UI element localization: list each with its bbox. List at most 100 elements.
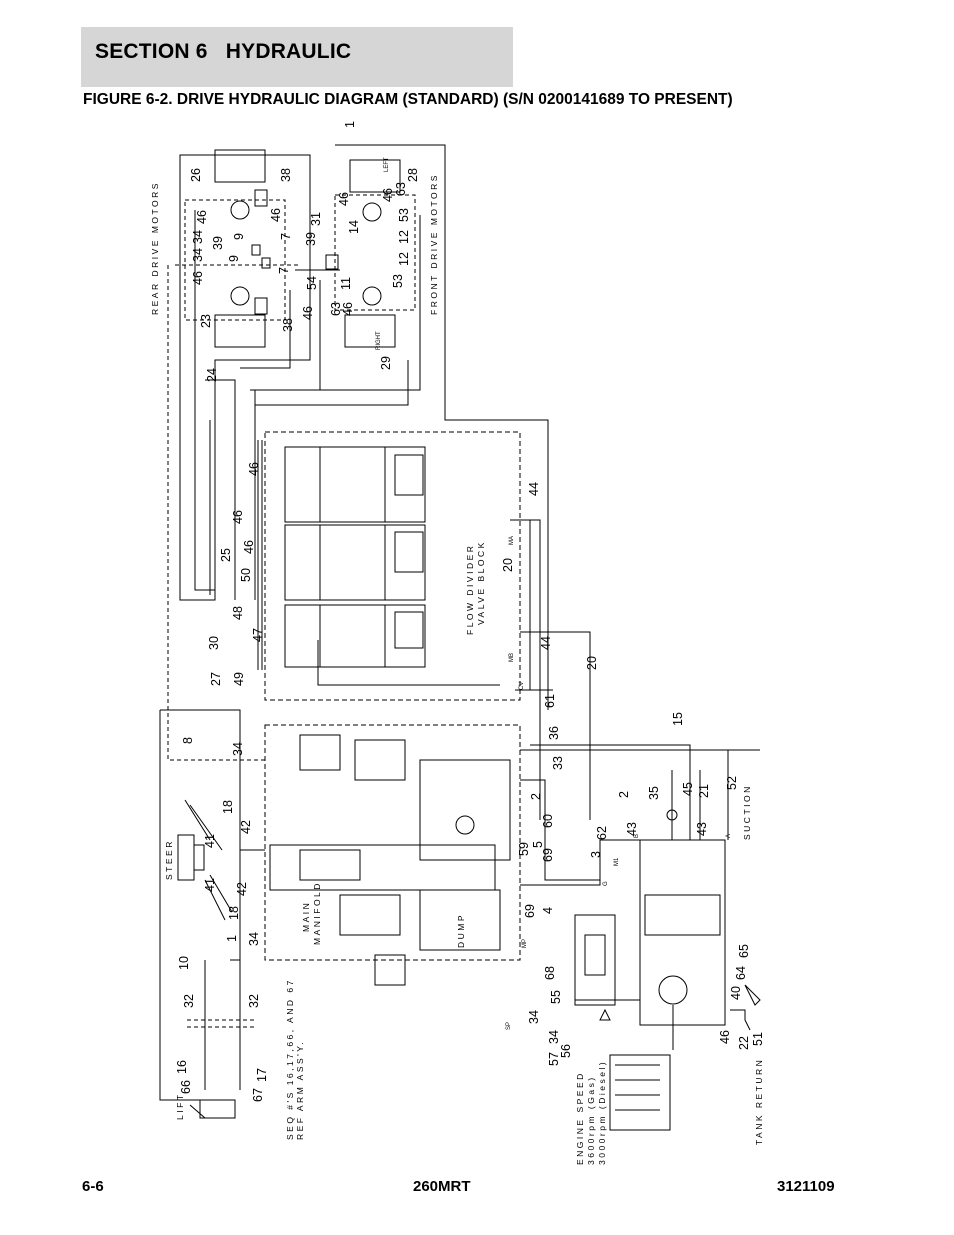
callout-36: 36 [547, 726, 561, 740]
callout-21: 21 [697, 784, 711, 798]
seq-note-2: REF ARM ASS'Y. [295, 1040, 305, 1140]
steer-label: STEER [164, 839, 174, 880]
doc-number: 3121109 [777, 1178, 835, 1195]
front-motor-hose-loop [335, 144, 549, 710]
pump [658, 975, 688, 1005]
callout-9b: 9 [227, 255, 241, 262]
engine [609, 1054, 671, 1131]
callout-33: 33 [551, 756, 565, 770]
main-manifold-label-1: MAIN [301, 901, 311, 932]
callout-63a: 63 [394, 182, 408, 196]
callout-64: 64 [734, 966, 748, 980]
main-manifold-label-2: MANIFOLD [312, 881, 322, 945]
callout-18b: 18 [227, 906, 241, 920]
front-right-wheel [344, 314, 396, 348]
callout-34c: 34 [231, 742, 245, 756]
steer-cylinder [177, 834, 195, 881]
callout-46e: 46 [337, 192, 351, 206]
callout-61: 61 [543, 694, 557, 708]
callout-8: 8 [181, 737, 195, 744]
callout-49: 49 [232, 672, 246, 686]
port-mb: MB [509, 653, 515, 662]
callout-56: 56 [559, 1044, 573, 1058]
callout-62: 62 [595, 826, 609, 840]
callout-18a: 18 [221, 800, 235, 814]
rear-right-wheel [214, 314, 266, 348]
callout-30: 30 [207, 636, 221, 650]
front-motor-bottom [362, 286, 382, 306]
callout-44a: 44 [527, 482, 541, 496]
dump-label: DUMP [456, 913, 466, 948]
lift-cylinder [199, 1099, 236, 1119]
port-ma: MA [509, 536, 515, 545]
callout-31: 31 [309, 212, 323, 226]
engine-speed-label-2: 3600rpm (Gas) [586, 1075, 596, 1165]
callout-41a: 41 [203, 834, 217, 848]
rear-motor-bottom [230, 286, 250, 306]
callout-46f: 46 [381, 188, 395, 202]
callout-67: 67 [251, 1088, 265, 1102]
callout-27: 27 [209, 672, 223, 686]
callout-69b: 69 [523, 904, 537, 918]
callout-17: 17 [255, 1068, 269, 1082]
callout-34f: 34 [547, 1030, 561, 1044]
callout-59: 59 [517, 842, 531, 856]
callout-25: 25 [219, 548, 233, 562]
callout-26: 26 [189, 168, 203, 182]
callout-3: 3 [589, 851, 603, 858]
engine-speed-label-1: ENGINE SPEED [575, 1071, 585, 1165]
callout-41b: 41 [203, 878, 217, 892]
tank-return-label: TANK RETURN [754, 1058, 764, 1145]
callout-45: 45 [681, 782, 695, 796]
callout-42b: 42 [235, 882, 249, 896]
seq-note-1: SEQ #'S 16,17,66, AND 67 [285, 978, 295, 1140]
callout-42a: 42 [239, 820, 253, 834]
main-manifold-outline [264, 724, 521, 961]
callout-60: 60 [541, 814, 555, 828]
callout-2b: 2 [617, 791, 631, 798]
callout-12b: 12 [397, 252, 411, 266]
callout-32b: 32 [247, 994, 261, 1008]
callout-65: 65 [737, 944, 751, 958]
callout-38b: 38 [281, 318, 295, 332]
callout-46b: 46 [269, 208, 283, 222]
tank [639, 839, 726, 1026]
rear-motor-top [230, 200, 250, 220]
callout-40: 40 [729, 986, 743, 1000]
callout-34b: 34 [191, 248, 205, 262]
callout-47: 47 [251, 628, 265, 642]
callout-43a: 43 [625, 822, 639, 836]
callout-35: 35 [647, 786, 661, 800]
flow-divider-block-outline [264, 431, 521, 701]
callout-34e: 34 [527, 1010, 541, 1024]
callout-1-top: 1 [343, 121, 357, 128]
callout-55: 55 [549, 990, 563, 1004]
callout-46i: 46 [231, 510, 245, 524]
callout-46g: 46 [341, 302, 355, 316]
callout-20b: 20 [585, 656, 599, 670]
suction-label: SUCTION [742, 784, 752, 840]
flow-divider-label-2: VALVE BLOCK [476, 540, 486, 625]
section-header-bar [81, 27, 513, 87]
port-b: B [634, 834, 640, 838]
engine-speed-label-3: 3000rpm (Diesel) [597, 1060, 607, 1165]
callout-52: 52 [725, 776, 739, 790]
callout-32a: 32 [182, 994, 196, 1008]
callout-51: 51 [751, 1032, 765, 1046]
port-mp: MP [522, 939, 528, 948]
callout-46h: 46 [247, 462, 261, 476]
callout-48: 48 [231, 606, 245, 620]
callout-22: 22 [737, 1036, 751, 1050]
callout-44b: 44 [539, 636, 553, 650]
callout-63b: 63 [329, 302, 343, 316]
port-a: A [726, 834, 732, 838]
callout-53a: 53 [397, 208, 411, 222]
page-number: 6-6 [82, 1178, 104, 1195]
callout-54: 54 [305, 276, 319, 290]
callout-7a: 7 [279, 233, 293, 240]
callout-29: 29 [379, 356, 393, 370]
callout-57: 57 [547, 1052, 561, 1066]
port-g: G [603, 881, 609, 886]
callout-68: 68 [543, 966, 557, 980]
